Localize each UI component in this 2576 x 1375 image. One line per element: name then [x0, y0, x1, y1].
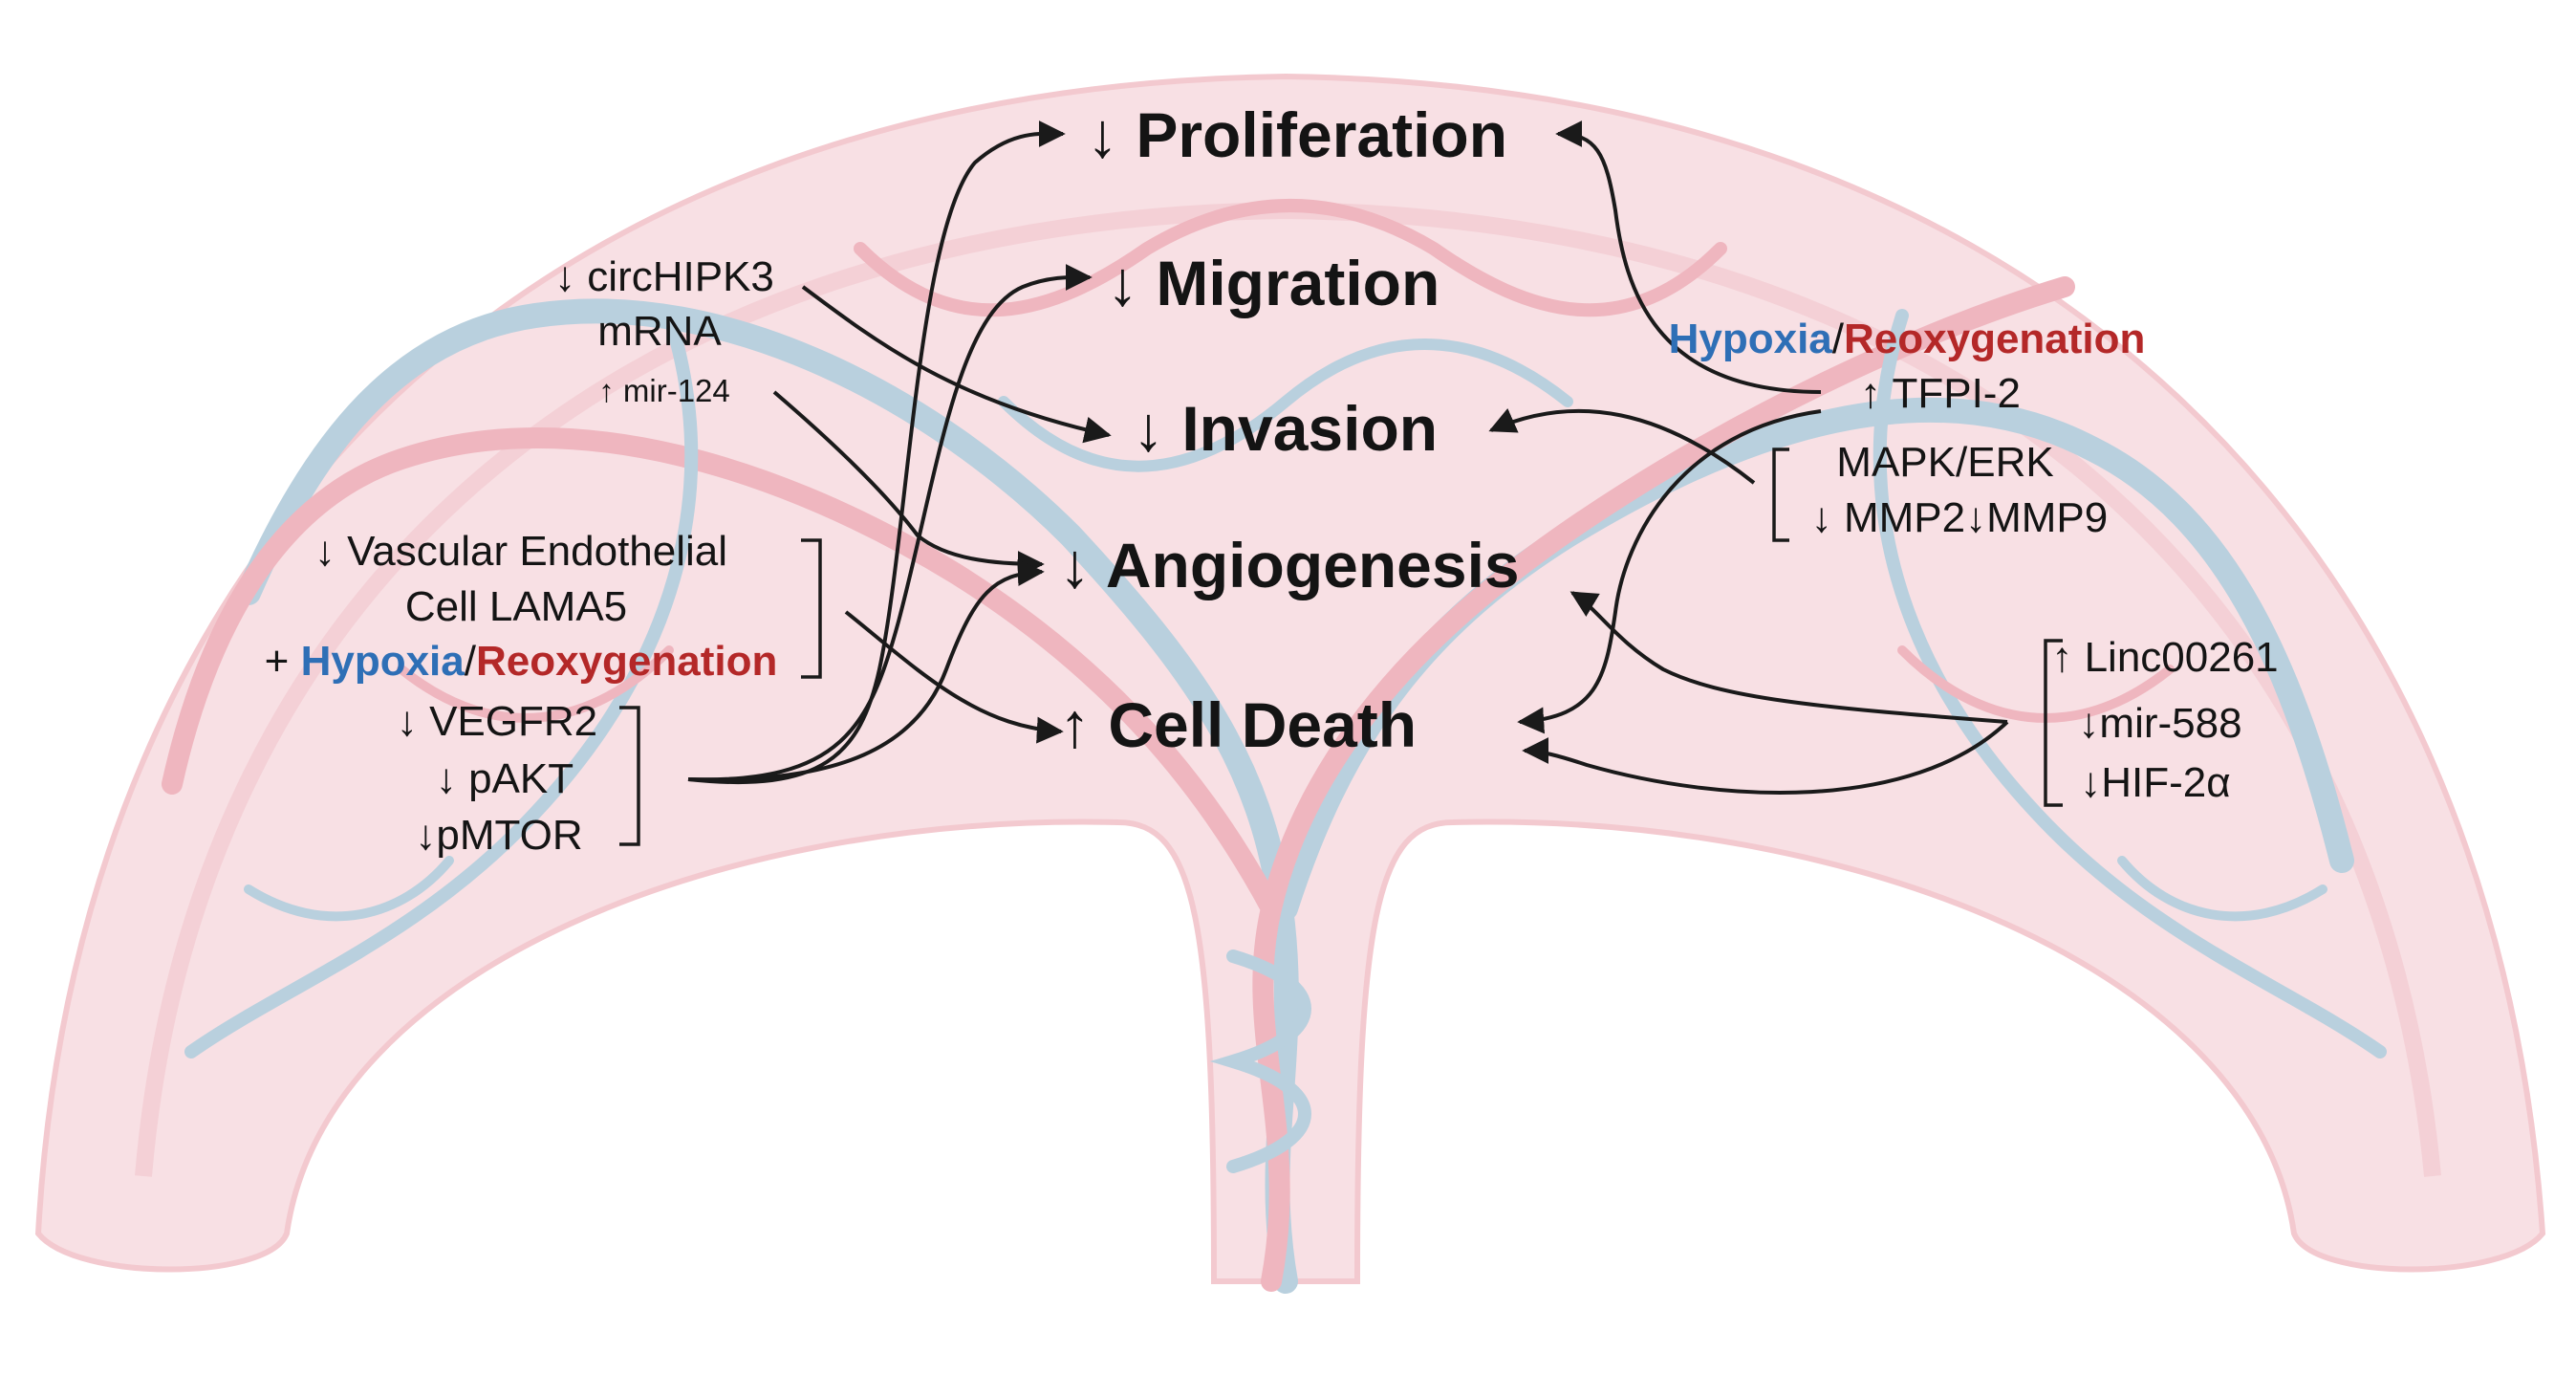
outcome-cell-death: ↑ Cell Death — [1059, 689, 1418, 760]
slash-left: / — [464, 638, 476, 685]
arrow-circhipk3-to-invasion — [801, 285, 1112, 444]
factor-mir588: ↓mir-588 — [2078, 700, 2242, 747]
arrow-vegfr2-to-angiogenesis — [687, 559, 1045, 782]
brackets — [619, 447, 2063, 846]
factor-mmp2-mmp9: ↓ MMP2↓MMP9 — [1810, 494, 2109, 541]
factor-hypoxia-reoxygenation-left: + Hypoxia/Reoxygenation — [265, 641, 778, 683]
factor-circhipk3: ↓ circHIPK3 — [554, 253, 774, 300]
arrow-linc-to-angiogenesis — [1569, 591, 2008, 724]
arrow-tfpi-to-celldeath — [1517, 409, 1822, 734]
factor-mir124: ↑ mir-124 — [598, 373, 730, 408]
arrow-vegfr2-to-migration — [687, 263, 1093, 782]
outcome-invasion: ↓ Invasion — [1133, 393, 1439, 464]
factor-lama5: Cell LAMA5 — [404, 583, 628, 630]
outcome-angiogenesis: ↓ Angiogenesis — [1059, 530, 1520, 600]
bracket-lama5 — [801, 538, 822, 679]
hypoxia-label-left: Hypoxia — [300, 638, 465, 685]
slash-right: / — [1831, 316, 1845, 362]
factor-hif2a: ↓HIF-2α — [2080, 759, 2231, 806]
factor-mapk-erk: MAPK/ERK — [1836, 439, 2054, 486]
outcome-migration: ↓ Migration — [1107, 248, 1440, 318]
factor-hypoxia-reoxygenation-right: Hypoxia/Reoxygenation — [1669, 318, 2146, 360]
factor-pmtor: ↓pMTOR — [415, 812, 583, 859]
factor-pakt: ↓ pAKT — [435, 755, 574, 802]
blood-vessels — [162, 199, 2387, 1294]
placenta-shape — [34, 73, 2546, 1284]
bracket-linc — [2044, 639, 2063, 807]
factor-vascular-endothelial: ↓ Vascular Endothelial — [314, 528, 728, 575]
factor-mrna: mRNA — [597, 308, 722, 355]
outcome-proliferation: ↓ Proliferation — [1087, 99, 1508, 170]
arrow-linc-to-celldeath — [1522, 720, 2009, 795]
factor-vegfr2: ↓ VEGFR2 — [396, 698, 598, 745]
arrow-mapk-to-invasion — [1488, 407, 1756, 485]
factor-linc00261: ↑ Linc00261 — [2051, 634, 2279, 681]
bracket-vegfr2 — [619, 706, 640, 846]
arrow-vegfr2-to-proliferation — [687, 120, 1066, 784]
arrow-tfpi-to-proliferation — [1555, 120, 1822, 394]
reoxygenation-label-left: Reoxygenation — [475, 638, 778, 685]
reoxygenation-label-right: Reoxygenation — [1844, 316, 2146, 362]
hypoxia-label-right: Hypoxia — [1668, 316, 1832, 362]
arrow-lama5-to-celldeath — [844, 610, 1064, 744]
arrow-mir124-to-angiogenesis — [772, 390, 1045, 578]
bracket-mapk — [1772, 447, 1789, 542]
plus-sign: + — [264, 638, 290, 685]
factor-tfpi2: ↑ TFPI-2 — [1860, 370, 2021, 417]
